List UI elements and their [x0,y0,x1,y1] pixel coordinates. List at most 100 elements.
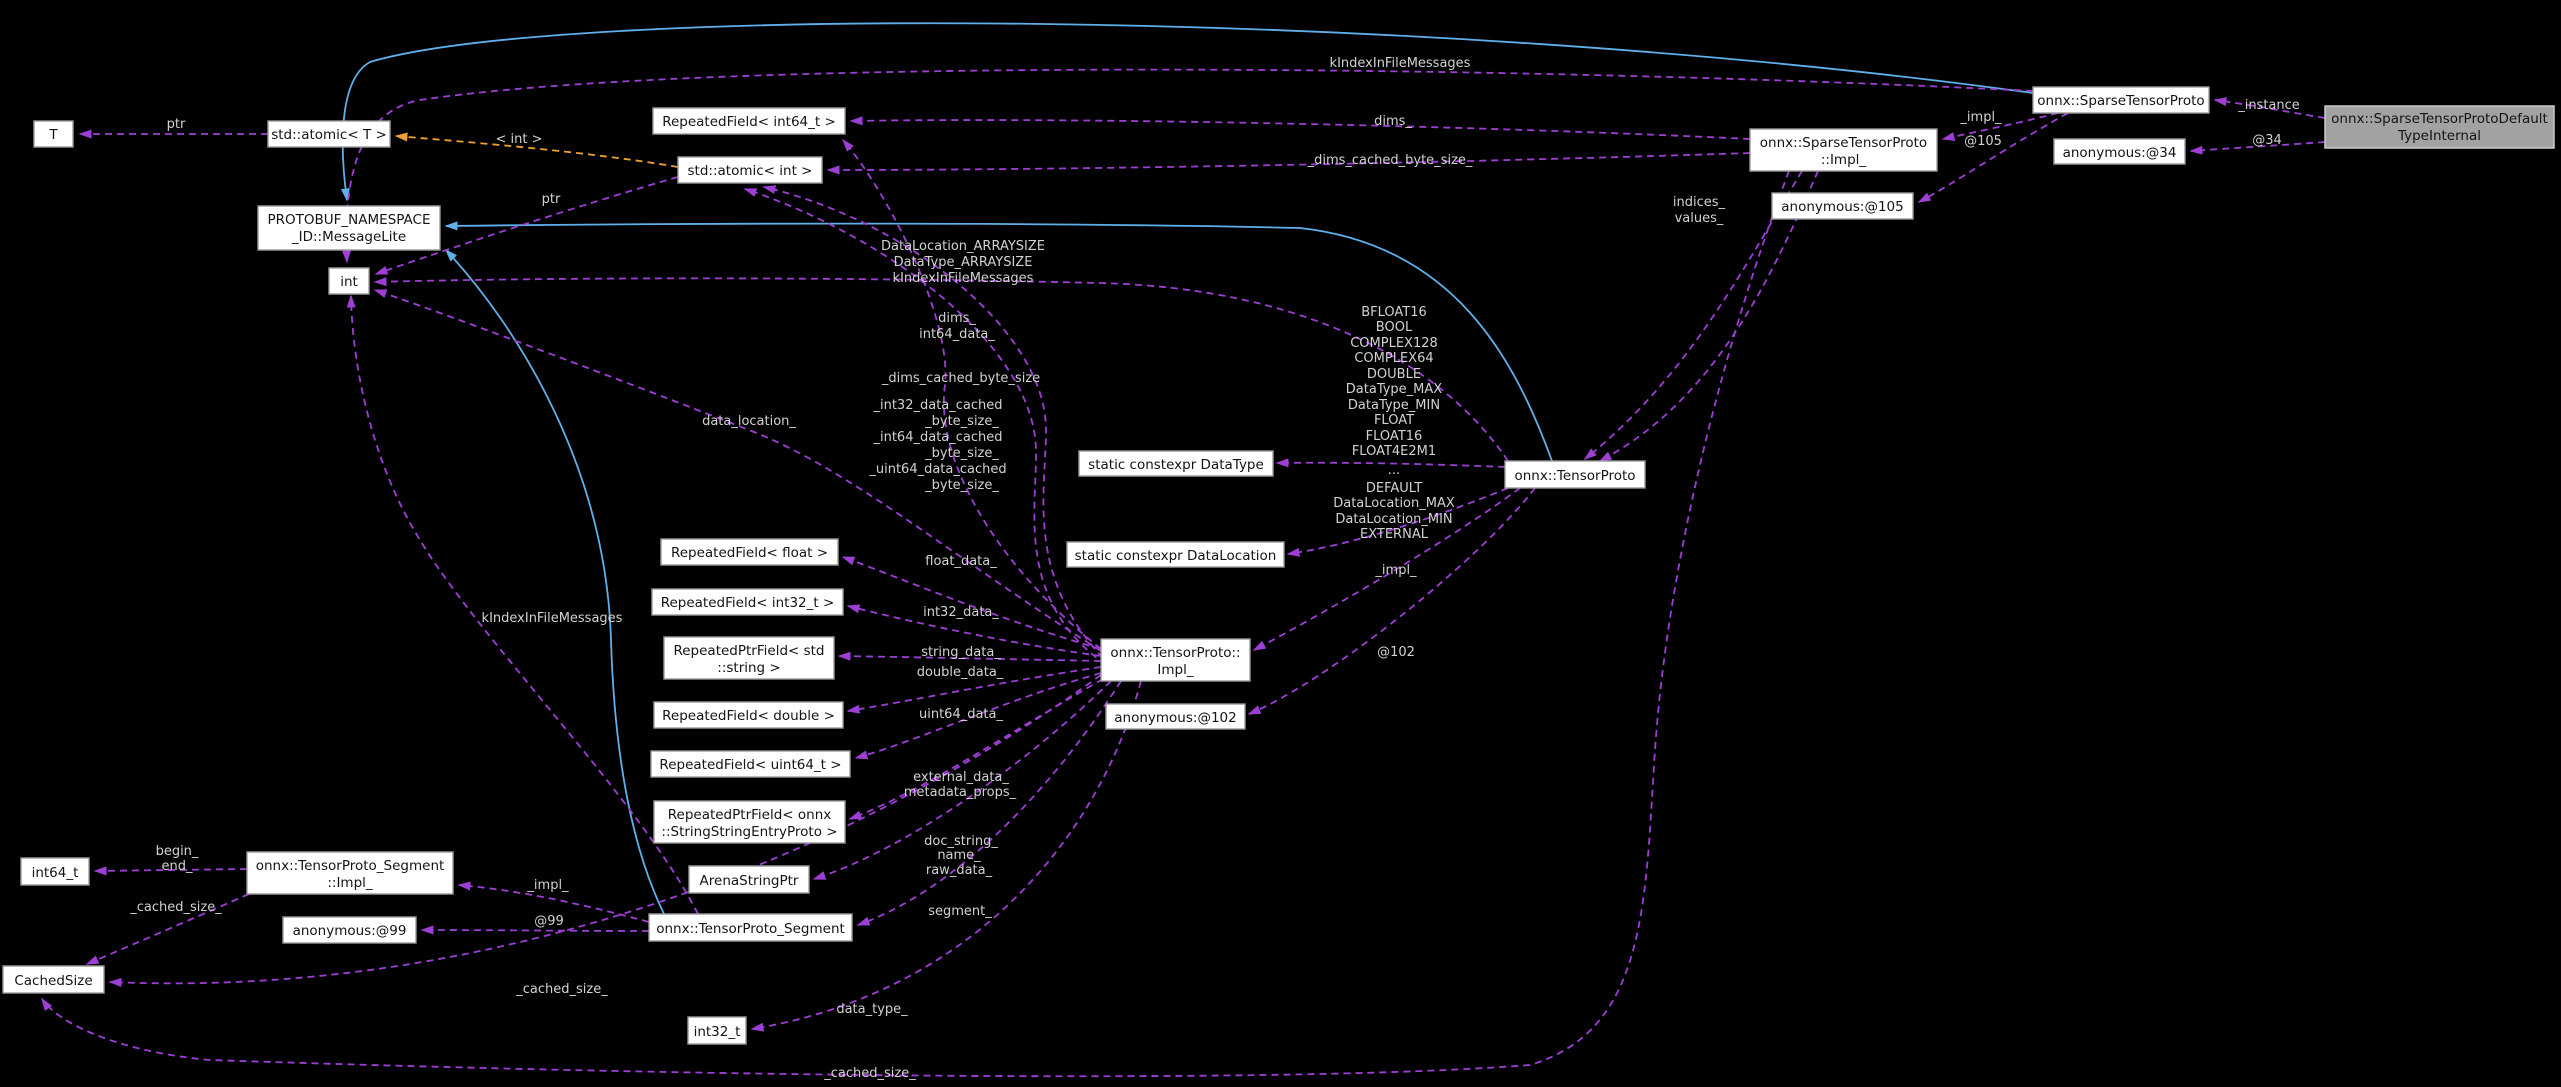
node-tensorproto-impl-box[interactable] [1100,638,1251,682]
node-tensorproto-segment[interactable]: onnx::TensorProto_Segment [648,913,853,942]
node-int-box[interactable] [328,267,370,295]
node-repeatedfield-double[interactable]: RepeatedField< double > [653,701,844,729]
label-dt-enum-9: FLOAT16 [1366,429,1423,444]
node-repeatedptrfield-string[interactable]: RepeatedPtrField< std ::string > [663,636,835,680]
node-anonymous-99-box[interactable] [282,916,417,944]
label-dt-enum-2: BOOL [1376,320,1413,335]
node-anonymous-34-box[interactable] [2053,138,2186,165]
label-arraysizes-3: kIndexInFileMessages [893,271,1034,286]
node-repeatedfield-double-box[interactable] [653,701,844,729]
edge-doubledata [846,666,1102,714]
label-ptr-t: ptr [167,117,186,132]
node-repeatedptrfield-stringstringentryproto[interactable]: RepeatedPtrField< onnx ::StringStringEnt… [653,800,846,844]
edge-indices [1583,170,1803,460]
label-dims-mid-2: int64_data_ [919,327,995,342]
node-std-atomic-int[interactable]: std::atomic< int > [677,156,823,184]
node-repeatedfield-float[interactable]: RepeatedField< float > [660,538,839,566]
node-constexpr-datatype-label: static constexpr DataType [1088,457,1264,473]
node-tensorproto-impl[interactable]: onnx::TensorProto:: Impl_ [1100,638,1251,682]
edge-impl-tensor [1252,487,1521,651]
node-tensorproto-segment-box[interactable] [648,913,853,942]
node-anonymous-34[interactable]: anonymous:@34 [2053,138,2186,165]
node-repeatedfield-float-box[interactable] [660,538,839,566]
node-repeatedfield-int64-box[interactable] [652,107,846,135]
label-segment: segment_ [928,904,992,919]
node-anonymous-105-box[interactable] [1771,192,1914,220]
node-anonymous-102-box[interactable] [1105,703,1246,730]
node-sparsetensorproto-impl-box[interactable] [1749,128,1938,172]
node-tensorproto[interactable]: onnx::TensorProto [1504,460,1646,489]
node-repeatedfield-int64[interactable]: RepeatedField< int64_t > [652,107,846,135]
edge-cachedsize-sparseimpl-cachedsize [41,170,1790,1078]
node-std-atomic-t[interactable]: std::atomic< T > [267,120,391,148]
node-repeatedptrfield-string-label-2: ::string > [717,660,780,676]
node-constexpr-datalocation[interactable]: static constexpr DataLocation [1066,541,1285,568]
edge-stringdata [837,651,1102,662]
node-std-atomic-int-label: std::atomic< int > [688,163,813,179]
label-impl-sparse: _impl_ [1959,110,2002,125]
node-int[interactable]: int [328,267,370,295]
node-repeatedptrfield-stringstringentryproto-box[interactable] [653,800,846,844]
edge-inherit-sparsetensorproto-messagelite [340,22,2034,202]
node-int64-t-box[interactable] [20,857,90,886]
label-dt-enum-ellipsis: ... [1388,463,1400,478]
node-sparsetensorproto-defaulttypeinternal-box[interactable] [2324,105,2555,149]
label-cbs-1: _int32_data_cached [872,398,1002,413]
node-repeatedfield-int32[interactable]: RepeatedField< int32_t > [651,588,844,616]
node-sparsetensorproto-impl[interactable]: onnx::SparseTensorProto ::Impl_ [1749,128,1938,172]
node-anonymous-99[interactable]: anonymous:@99 [282,916,417,944]
node-cachedsize[interactable]: CachedSize [2,965,105,994]
node-sparsetensorproto-impl-label-1: onnx::SparseTensorProto [1760,135,1927,151]
label-template-int: < int > [496,132,543,147]
node-repeatedfield-uint64-box[interactable] [650,750,851,778]
label-arraysizes-1: DataLocation_ARRAYSIZE [881,239,1045,254]
label-dt-enum-1: BFLOAT16 [1361,305,1427,320]
node-constexpr-datatype-box[interactable] [1078,450,1274,477]
node-t[interactable]: T [33,120,74,148]
node-tensorproto-segment-impl-box[interactable] [246,851,454,895]
node-repeatedfield-uint64[interactable]: RepeatedField< uint64_t > [650,750,851,778]
node-arenastringptr-box[interactable] [688,865,810,894]
node-int32-t[interactable]: int32_t [687,1016,747,1045]
node-anonymous-105[interactable]: anonymous:@105 [1771,192,1914,220]
node-sparsetensorproto-box[interactable] [2032,86,2210,114]
edge-datalocation-enums [1286,487,1509,557]
node-sparsetensorproto[interactable]: onnx::SparseTensorProto [2032,86,2210,114]
node-std-atomic-t-box[interactable] [267,120,391,148]
node-repeatedfield-uint64-label: RepeatedField< uint64_t > [659,757,841,773]
node-tensorproto-box[interactable] [1504,460,1646,489]
edge-cachedsize-tensorimpl-cachedsize [108,674,1102,987]
label-cached-size-sparse: _cached_size_ [823,1066,916,1081]
node-repeatedptrfield-string-box[interactable] [663,636,835,680]
edge-docstring-name-rawdata [812,680,1112,880]
label-kindexinfilemessages-top: kIndexInFileMessages [1330,56,1471,71]
node-repeatedptrfield-stringstringentryproto-label-1: RepeatedPtrField< onnx [668,807,832,823]
edge-arraysizes-tensor-int [373,277,1509,462]
label-dt-enum-8: FLOAT [1374,413,1414,428]
label-dl-enum-4: EXTERNAL [1360,527,1429,542]
node-repeatedfield-int32-box[interactable] [651,588,844,616]
label-data-location: data_location_ [702,414,796,429]
node-constexpr-datalocation-box[interactable] [1066,541,1285,568]
node-sparsetensorproto-defaulttypeinternal[interactable]: onnx::SparseTensorProtoDefault TypeInter… [2324,105,2555,149]
node-repeatedptrfield-stringstringentryproto-label-2: ::StringStringEntryProto > [661,824,837,840]
node-tensorproto-segment-impl[interactable]: onnx::TensorProto_Segment ::Impl_ [246,851,454,895]
node-int64-t[interactable]: int64_t [20,857,90,886]
node-int32-t-box[interactable] [687,1016,747,1045]
node-std-atomic-t-label: std::atomic< T > [271,127,387,143]
node-cachedsize-box[interactable] [2,965,105,994]
node-constexpr-datalocation-label: static constexpr DataLocation [1075,548,1277,564]
label-dims-cached-mid: _dims_cached_byte_size [881,371,1040,386]
edge-dimscached-sparseimpl-atomicint [826,152,1751,175]
node-messagelite[interactable]: PROTOBUF_NAMESPACE _ID::MessageLite [257,205,441,251]
node-arenastringptr[interactable]: ArenaStringPtr [688,865,810,894]
label-dt-enum-4: COMPLEX64 [1354,351,1433,366]
node-int-label: int [340,274,358,290]
node-std-atomic-int-box[interactable] [677,156,823,184]
node-anonymous-102[interactable]: anonymous:@102 [1105,703,1246,730]
node-repeatedfield-float-label: RepeatedField< float > [671,545,828,561]
node-messagelite-box[interactable] [257,205,441,251]
edge-datalocation-tensorimpl-int [373,289,1102,652]
node-t-box[interactable] [33,120,74,148]
node-constexpr-datatype[interactable]: static constexpr DataType [1078,450,1274,477]
